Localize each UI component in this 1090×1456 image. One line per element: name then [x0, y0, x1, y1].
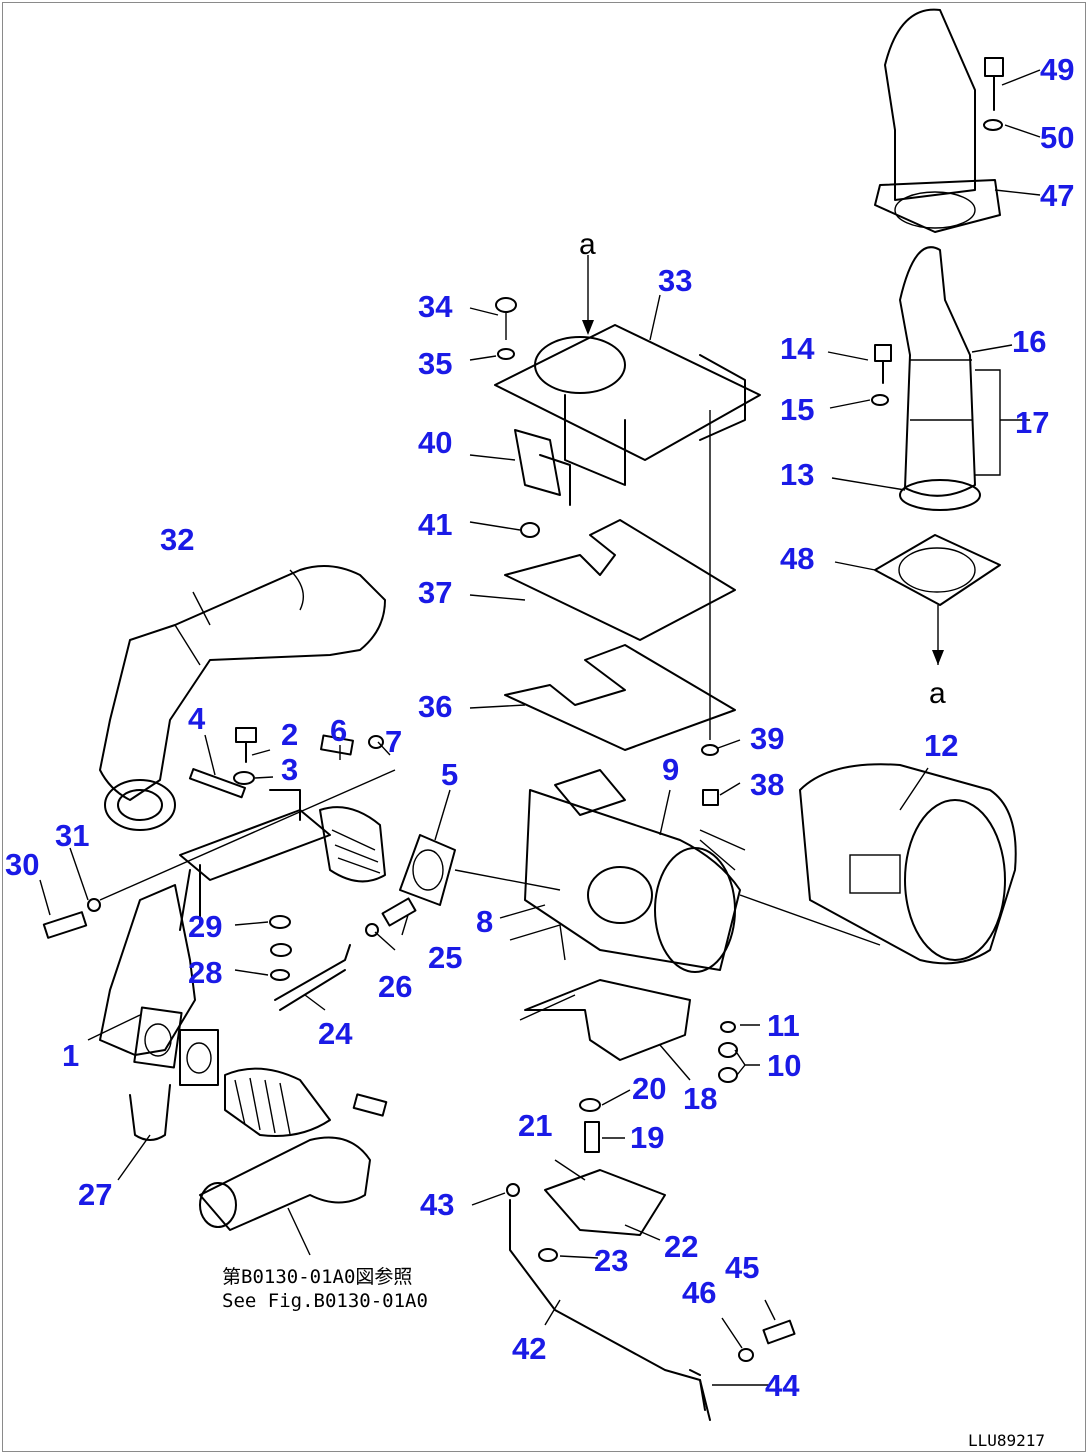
callout-6: 6	[330, 713, 347, 748]
reference-note-en: See Fig.B0130-01A0	[222, 1290, 428, 1312]
callout-50: 50	[1040, 120, 1074, 155]
callout-2: 2	[281, 717, 298, 752]
callout-8: 8	[476, 904, 493, 939]
callout-39: 39	[750, 721, 784, 756]
callout-49: 49	[1040, 52, 1074, 87]
part-upper-pipe-47	[874, 8, 1001, 233]
callout-33: 33	[658, 263, 692, 298]
callout-25: 25	[428, 940, 462, 975]
callout-1: 1	[62, 1038, 79, 1073]
part-bracket-22	[544, 1169, 666, 1236]
part-clamp-27	[129, 1084, 171, 1141]
callout-40: 40	[418, 425, 452, 460]
part-bellows-lower	[199, 1067, 371, 1231]
callout-12: 12	[924, 728, 958, 763]
part-tube-upper	[179, 789, 331, 931]
part-bracket-40	[514, 429, 571, 506]
callout-21: 21	[518, 1108, 552, 1143]
callout-43: 43	[420, 1187, 454, 1222]
callout-47: 47	[1040, 178, 1074, 213]
callout-20: 20	[632, 1071, 666, 1106]
callout-14: 14	[780, 331, 815, 366]
callout-36: 36	[418, 689, 452, 724]
callout-24: 24	[318, 1016, 353, 1051]
callout-29: 29	[188, 909, 222, 944]
callout-11: 11	[767, 1008, 800, 1043]
part-muffler-8	[524, 769, 746, 973]
callout-17: 17	[1015, 405, 1049, 440]
callout-41: 41	[418, 507, 452, 542]
section-arrow-top	[582, 320, 594, 335]
callout-34: 34	[418, 289, 453, 324]
callout-18: 18	[683, 1081, 717, 1116]
callout-15: 15	[780, 392, 814, 427]
callout-31: 31	[55, 818, 89, 853]
callout-labels: 49 50 47 33 34 35 16 14 15 17 40 13 41 3…	[5, 52, 1074, 1403]
callout-42: 42	[512, 1331, 546, 1366]
callout-32: 32	[160, 522, 194, 557]
callout-19: 19	[630, 1120, 664, 1155]
part-cover-33	[494, 324, 761, 486]
section-mark-bottom: a	[929, 677, 946, 710]
part-cover-12	[799, 763, 1017, 965]
part-stay-24	[274, 944, 351, 1011]
callout-44: 44	[765, 1368, 800, 1403]
callout-35: 35	[418, 346, 452, 381]
part-rod-42	[509, 1199, 711, 1421]
callout-28: 28	[188, 955, 222, 990]
part-elbow-32	[99, 565, 386, 831]
section-arrow-bottom	[932, 650, 944, 665]
drawing-code: LLU89217	[968, 1431, 1045, 1450]
callout-27: 27	[78, 1177, 112, 1212]
callout-46: 46	[682, 1275, 716, 1310]
part-pipe-1	[99, 884, 219, 1086]
hardware-fasteners	[42, 57, 1004, 1362]
callout-45: 45	[725, 1250, 759, 1285]
callout-4: 4	[188, 701, 206, 736]
callout-22: 22	[664, 1229, 698, 1264]
part-gasket-5	[399, 834, 456, 906]
callout-37: 37	[418, 575, 452, 610]
callout-3: 3	[281, 752, 298, 787]
part-tailpipe-16	[899, 246, 981, 511]
part-bellows-6	[319, 806, 386, 883]
callout-7: 7	[385, 724, 402, 759]
part-bracket-18	[519, 979, 691, 1061]
section-mark-top: a	[579, 228, 596, 261]
part-plate-36	[504, 644, 736, 751]
callout-5: 5	[441, 757, 458, 792]
callout-10: 10	[767, 1048, 801, 1083]
callout-23: 23	[594, 1243, 628, 1278]
callout-13: 13	[780, 457, 814, 492]
part-plate-37	[504, 519, 736, 641]
reference-note-ja: 第B0130-01A0図参照	[222, 1266, 412, 1288]
callout-26: 26	[378, 969, 412, 1004]
leader-lines	[39, 69, 1041, 1386]
callout-16: 16	[1012, 324, 1046, 359]
callout-38: 38	[750, 767, 784, 802]
callout-48: 48	[780, 541, 814, 576]
part-flange-48	[874, 534, 1001, 606]
callout-30: 30	[5, 847, 39, 882]
callout-9: 9	[662, 752, 679, 787]
